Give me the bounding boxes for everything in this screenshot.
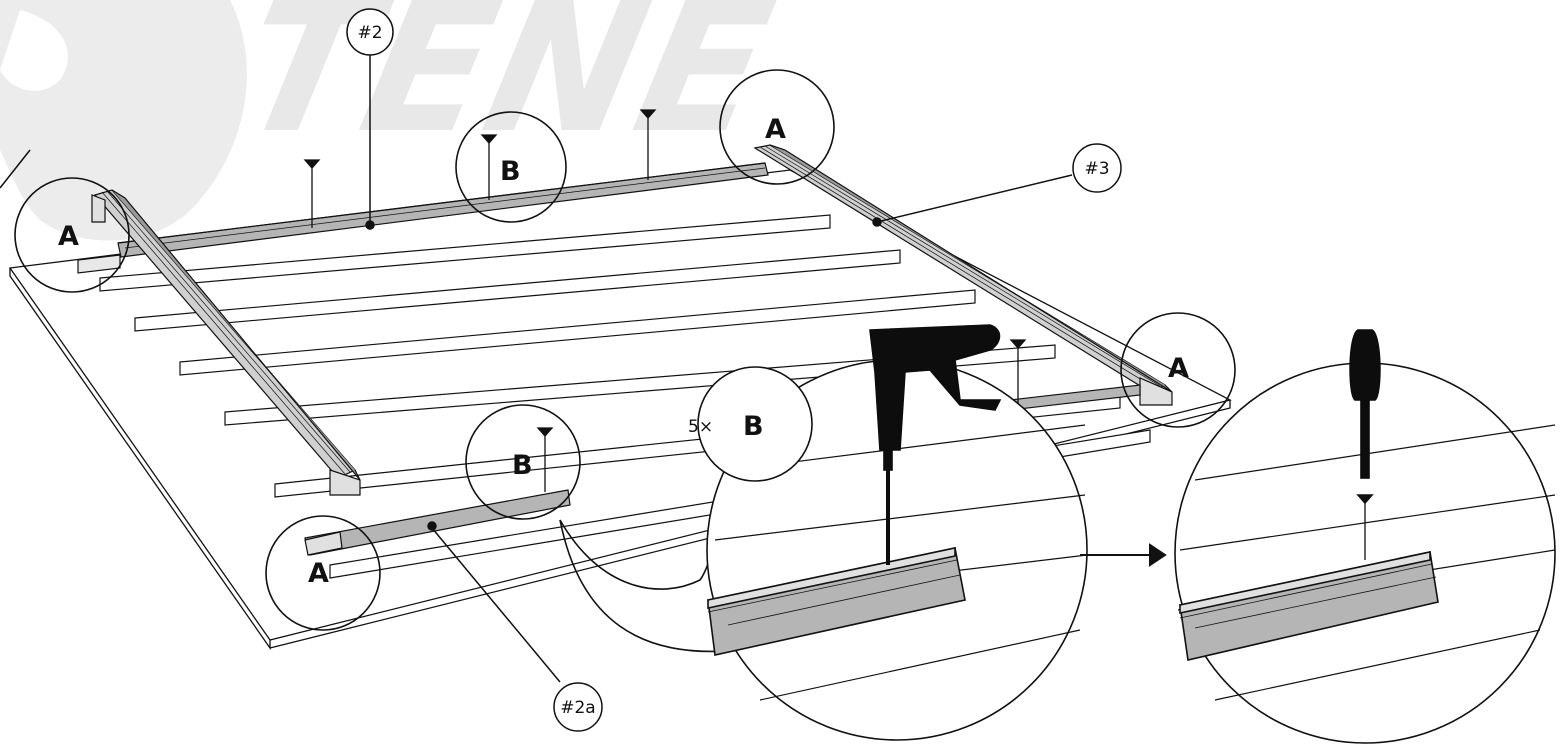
screws-frame: [303, 109, 1027, 492]
rail-left: [91, 189, 361, 496]
part-tag-2a: #2a: [553, 682, 603, 732]
quantity-count: 5×: [688, 417, 713, 437]
endcap-left: [77, 254, 121, 274]
detail-labels: A A A A B B: [58, 114, 1189, 589]
rail-2: [117, 162, 769, 258]
screwdriver-icon: [1349, 329, 1381, 479]
part-tag-2: #2: [346, 8, 394, 56]
screw-icon: [480, 134, 498, 200]
part-tag-3: #3: [1072, 143, 1122, 193]
part-tag-2a-label: #2a: [560, 698, 595, 718]
quantity-letter: B: [743, 411, 764, 442]
quantity-bubble: 5× B: [688, 366, 813, 482]
rail-3: [753, 144, 1173, 406]
screw-icon: [1009, 339, 1027, 405]
part-tag-2-label: #2: [357, 23, 382, 43]
detail-circles: [14, 69, 1236, 631]
screw-icon: [1356, 494, 1374, 560]
screw-icon: [536, 427, 554, 492]
watermark-logo: TENE: [0, 0, 787, 241]
detail-label-b: B: [500, 156, 521, 187]
detail-label-b: B: [512, 450, 533, 481]
detail-label-a: A: [1168, 353, 1189, 384]
watermark-text: TENE: [223, 0, 787, 173]
detail-label-a: A: [765, 114, 786, 145]
leader-lines: [0, 55, 1073, 683]
screw-icon: [303, 159, 321, 228]
detail-label-a: A: [58, 221, 79, 252]
screw-icon: [639, 109, 657, 180]
drill-icon: [869, 324, 1002, 565]
detail-label-a: A: [308, 558, 329, 589]
arrow-right-icon: [1080, 543, 1167, 567]
magnifier-screwdriver: [1174, 329, 1556, 744]
part-tag-3-label: #3: [1084, 159, 1109, 179]
rail-2a: [304, 489, 571, 556]
